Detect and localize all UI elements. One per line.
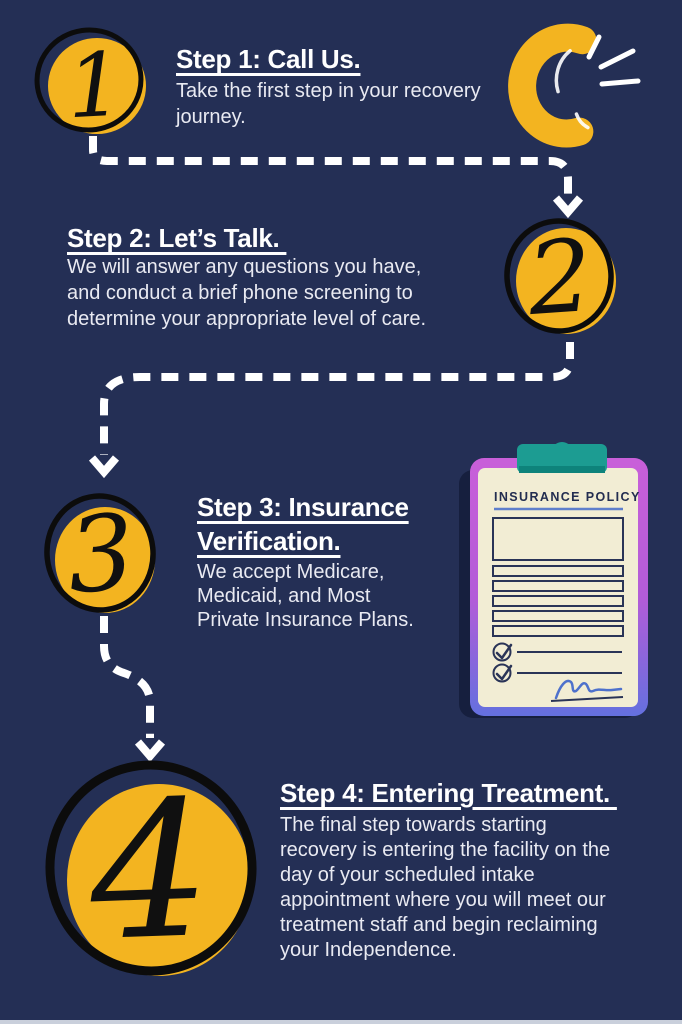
clipboard-clip-shadow	[519, 466, 605, 473]
step-2-description: We will answer any questions you have, a…	[67, 256, 427, 330]
step-3-badge: 3	[44, 491, 156, 617]
connector-1-arrowhead-icon	[552, 195, 584, 219]
connector-2-path	[100, 342, 574, 455]
clipboard-line-field	[492, 595, 624, 607]
step-1-badge: 1	[34, 27, 146, 139]
phone-handset-icon	[508, 23, 597, 148]
checkbox-circle	[492, 663, 512, 683]
step-1-badge-fill	[48, 38, 146, 134]
clipboard-clip	[517, 444, 607, 473]
signature-underline	[550, 696, 624, 702]
clipboard-big-field	[492, 517, 624, 561]
step-3-title: Step 3: Insurance Verification.	[197, 492, 409, 556]
step-4-badge-outline	[45, 760, 257, 976]
clipboard-illustration: INSURANCE POLICY	[459, 442, 648, 718]
step-2-badge-fill	[516, 228, 616, 334]
clipboard-line-field	[492, 625, 624, 637]
clipboard-line-field	[492, 610, 624, 622]
connector-3-arrowhead-icon	[134, 739, 166, 763]
step-2-badge: 2	[504, 217, 616, 338]
step-1-description: Take the first step in your recovery jou…	[176, 80, 481, 128]
step-1-number: 1	[64, 33, 125, 139]
step-2-number: 2	[523, 217, 596, 338]
step-4-number: 4	[85, 760, 213, 983]
connector-1-path	[89, 136, 572, 198]
step-1-badge-outline	[34, 27, 144, 133]
checkmark-icon	[495, 643, 513, 660]
connector-1-dashed-arrow	[89, 136, 584, 219]
step-4-badge: 4	[45, 760, 257, 983]
connector-2-arrowhead-icon	[88, 455, 120, 479]
step-3-number: 3	[64, 491, 139, 617]
step-3-description: We accept Medicare, Medicaid, and Most P…	[197, 561, 414, 631]
clipboard-paper	[478, 468, 638, 707]
signature-squiggle	[554, 679, 623, 700]
step-3-badge-outline	[44, 493, 156, 613]
step-1-title: Step 1: Call Us.	[176, 44, 361, 74]
checkbox-circle	[492, 642, 512, 662]
clipboard-line-field	[492, 565, 624, 577]
checkmark-icon	[495, 664, 513, 681]
clipboard-document-title: INSURANCE POLICY	[494, 490, 641, 504]
step-3-badge-fill	[55, 507, 155, 613]
step-2-title: Step 2: Let’s Talk.	[67, 223, 287, 253]
connector-2-dashed-arrow	[88, 342, 574, 479]
bottom-edge-strip	[0, 1020, 682, 1024]
phone-sound-lines-icon	[586, 34, 641, 87]
clipboard-line-field	[492, 580, 624, 592]
connector-3-dashed-arrow	[100, 616, 166, 763]
step-4-badge-fill	[67, 784, 251, 976]
step-2-badge-outline	[504, 218, 614, 334]
connector-3-path	[100, 616, 154, 738]
step-4-title: Step 4: Entering Treatment.	[280, 778, 617, 808]
phone-icon	[508, 23, 641, 148]
step-4-description: The final step towards starting recovery…	[280, 814, 611, 961]
